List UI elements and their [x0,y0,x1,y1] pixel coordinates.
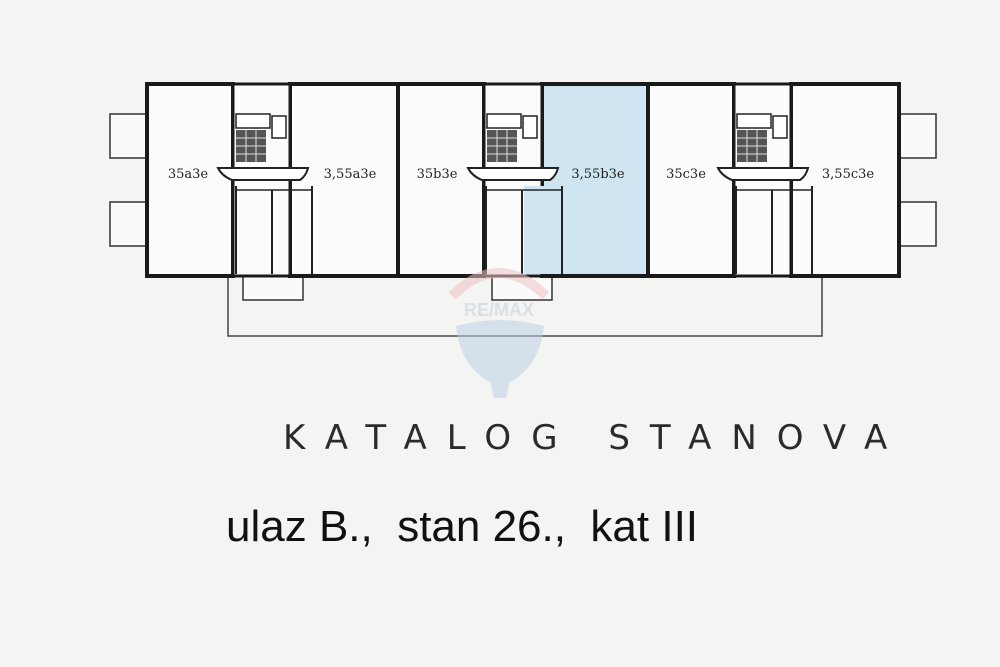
unit-label-3-55c3e: 3,55c3e [822,167,874,182]
unit-label-35b3e: 35b3e [417,167,458,182]
catalog-title: KATALOG STANOVA [283,418,908,458]
unit-label-35c3e: 35c3e [666,167,706,182]
balcony-right-top [899,113,937,159]
unit-3-55a3e[interactable] [288,82,400,278]
balcony-right-bottom [899,201,937,247]
unit-info: ulaz B., stan 26., kat III [226,502,699,551]
entrance-porch-a [242,275,304,301]
balcony-left-top [109,113,147,159]
unit-35a3e[interactable] [145,82,235,278]
balcony-left-bottom [109,201,147,247]
stairwell-b [466,82,563,278]
unit-label-3-55a3e: 3,55a3e [324,167,377,182]
unit-label-35a3e: 35a3e [168,167,209,182]
stairwell-c [716,82,813,278]
remax-watermark: RE/MAX [448,268,550,398]
unit-label-3-55b3e: 3,55b3e [571,167,625,182]
watermark-text: RE/MAX [464,300,534,320]
stairwell-a [216,82,313,278]
